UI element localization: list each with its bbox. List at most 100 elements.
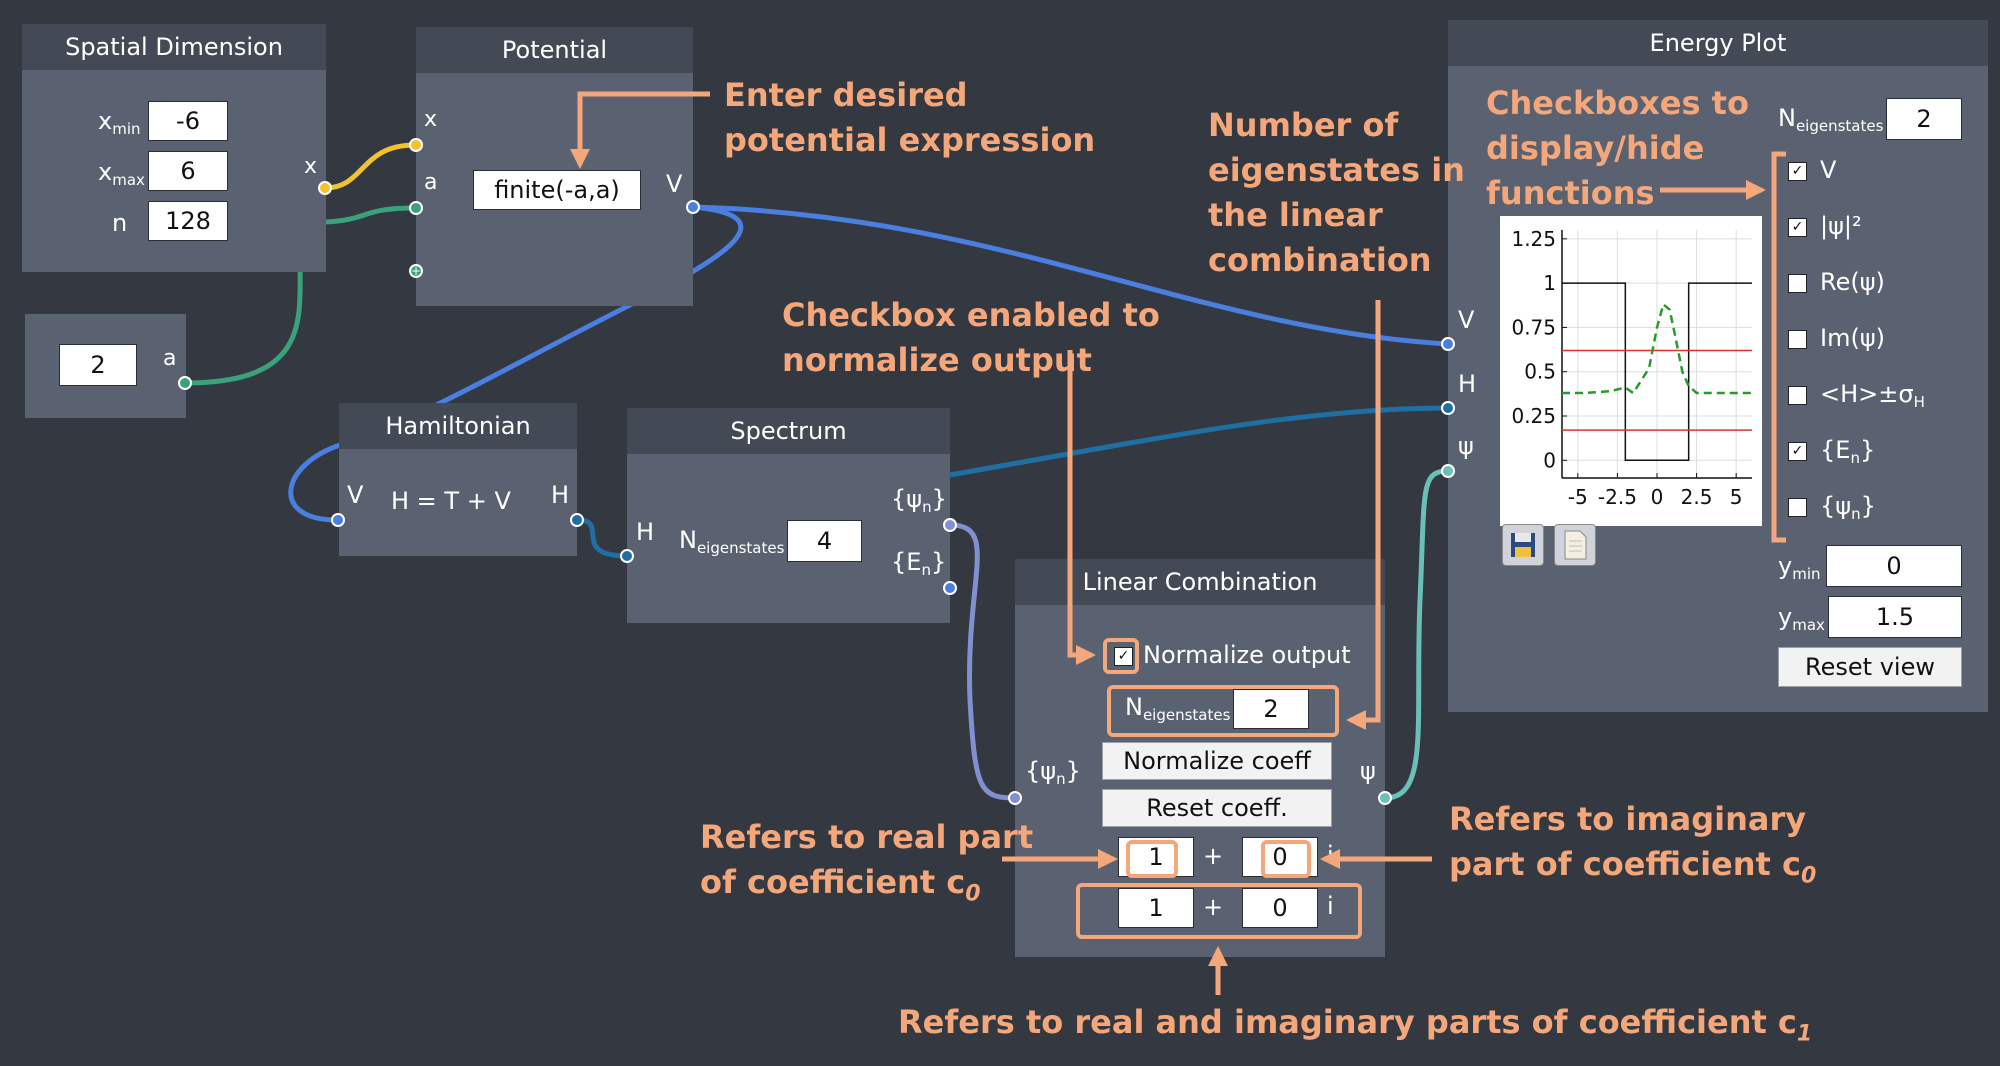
export-button[interactable] (1554, 524, 1596, 566)
potential-node[interactable]: Potential x a finite(-a,a) V (416, 27, 693, 306)
check-expectation[interactable] (1788, 386, 1807, 405)
a-input-label: a (424, 170, 438, 195)
a-output-label: a (163, 346, 177, 371)
arrow-potential (570, 91, 710, 169)
xmin-label: xmin (98, 107, 141, 138)
y-tick-label-4: 0.25 (1511, 404, 1556, 428)
coeff-1-i-label: i (1327, 892, 1334, 920)
v-output-port[interactable] (686, 200, 700, 214)
check-re-psi[interactable] (1788, 274, 1807, 293)
e-n-output-port[interactable] (943, 581, 957, 595)
wire-v-energy (692, 204, 1449, 347)
hamiltonian-formula: H = T + V (391, 487, 511, 515)
ymax-input[interactable]: 1.5 (1828, 596, 1962, 638)
wire-v-hamiltonian (288, 204, 744, 523)
check-v[interactable]: ✓ (1788, 162, 1807, 181)
check-e-n-label: {En} (1820, 436, 1876, 467)
energy-n-label: Neigenstates (1778, 104, 1884, 135)
check-psi-squared-label: |ψ|² (1820, 212, 1862, 240)
psi-output-label: ψ (1360, 757, 1376, 785)
x-input-port[interactable] (409, 138, 423, 152)
y-tick-label-1: 1 (1543, 271, 1556, 295)
reset-coeff-button[interactable]: Reset coeff. (1102, 789, 1332, 827)
x-tick-label-3: 2.5 (1681, 485, 1713, 509)
spectrum-n-input[interactable]: 4 (787, 520, 862, 562)
annotation-both: Refers to real and imaginary parts of co… (898, 1003, 1813, 1047)
n-label: n (112, 209, 128, 237)
x-tick-label-1: -2.5 (1598, 485, 1637, 509)
x-tick-label-0: -5 (1568, 485, 1588, 509)
v-energy-input-port[interactable] (1441, 337, 1455, 351)
linear-combination-node[interactable]: Linear Combination ✓ Normalize output Ne… (1015, 559, 1385, 957)
check-psi-n[interactable] (1788, 498, 1807, 517)
x-tick-label-4: 5 (1730, 485, 1743, 509)
check-psi-n-label: {ψn} (1820, 492, 1876, 523)
wire-psi-energy (1384, 468, 1449, 801)
check-expectation-label: <H>±σH (1820, 380, 1925, 411)
highlight-coeff0-imag (1261, 840, 1311, 878)
h-energy-input-label: H (1458, 370, 1477, 398)
psi-output-port[interactable] (1378, 791, 1392, 805)
check-v-label: V (1820, 156, 1837, 184)
a-input-port[interactable] (409, 201, 423, 215)
parameter-node[interactable]: 2 a (25, 314, 186, 418)
param-a-input[interactable]: 2 (59, 344, 137, 386)
reset-view-button[interactable]: Reset view (1778, 647, 1962, 687)
coeff-1-plus: + (1203, 893, 1224, 921)
y-tick-label-2: 0.75 (1511, 315, 1556, 339)
ymin-input[interactable]: 0 (1826, 545, 1962, 587)
h-energy-input-port[interactable] (1441, 401, 1455, 415)
spatial-dimension-node[interactable]: Spatial Dimension xmin -6 xmax 6 n 128 x (22, 24, 326, 272)
save-button[interactable] (1502, 524, 1544, 566)
ymin-label: ymin (1778, 552, 1821, 583)
check-e-n[interactable]: ✓ (1788, 442, 1807, 461)
highlight-normalize-checkbox (1103, 638, 1139, 674)
psi-n-output-port[interactable] (943, 518, 957, 532)
v-input-label: V (347, 481, 364, 509)
psi-energy-input-port[interactable] (1441, 464, 1455, 478)
coeff-0-plus: + (1203, 842, 1224, 870)
xmax-input[interactable]: 6 (148, 151, 228, 191)
annotation-imag-part: Refers to imaginary part of coefficient … (1449, 800, 1817, 889)
xmin-input[interactable]: -6 (148, 101, 228, 141)
hamiltonian-node[interactable]: Hamiltonian V H = T + V H (339, 403, 577, 556)
h-output-port[interactable] (570, 513, 584, 527)
add-input-port[interactable]: + (409, 264, 423, 278)
hamiltonian-title: Hamiltonian (339, 403, 577, 449)
check-im-psi[interactable] (1788, 330, 1807, 349)
series-3 (1562, 302, 1752, 395)
normalize-output-checkbox[interactable]: ✓ (1114, 647, 1133, 666)
energy-plot-node[interactable]: Energy Plot Neigenstates 2 -5 -2.5 0 2.5 5 1.… (1448, 20, 1988, 712)
wire-x (324, 142, 416, 191)
n-input[interactable]: 128 (148, 201, 228, 241)
floppy-disk-icon (1511, 533, 1535, 557)
psi-n-input-port[interactable] (1008, 791, 1022, 805)
potential-expression-input[interactable]: finite(-a,a) (473, 170, 641, 210)
wire-a-potential (324, 205, 416, 225)
energy-plot-title: Energy Plot (1448, 20, 1988, 66)
coeff-1-real-input[interactable]: 1 (1118, 888, 1194, 928)
spectrum-node[interactable]: Spectrum H Neigenstates 4 {ψn} {En} (627, 408, 950, 623)
highlight-coeff1 (1076, 883, 1362, 939)
a-output-port[interactable] (178, 376, 192, 390)
energy-n-input[interactable]: 2 (1886, 98, 1962, 140)
linear-n-label: Neigenstates (1125, 693, 1231, 724)
linear-n-input[interactable]: 2 (1233, 689, 1309, 729)
x-tick-label-2: 0 (1651, 485, 1664, 509)
normalize-coeff-button[interactable]: Normalize coeff (1102, 742, 1332, 780)
v-input-port[interactable] (331, 513, 345, 527)
ymax-label: ymax (1778, 603, 1825, 634)
h-output-label: H (551, 481, 570, 509)
highlight-linear-n (1107, 685, 1339, 737)
xmax-label: xmax (98, 158, 145, 189)
psi-energy-input-label: ψ (1458, 432, 1474, 460)
coeff-1-imag-input[interactable]: 0 (1242, 888, 1318, 928)
check-psi-squared[interactable]: ✓ (1788, 218, 1807, 237)
h-input-port[interactable] (620, 549, 634, 563)
x-output-port[interactable] (318, 181, 332, 195)
